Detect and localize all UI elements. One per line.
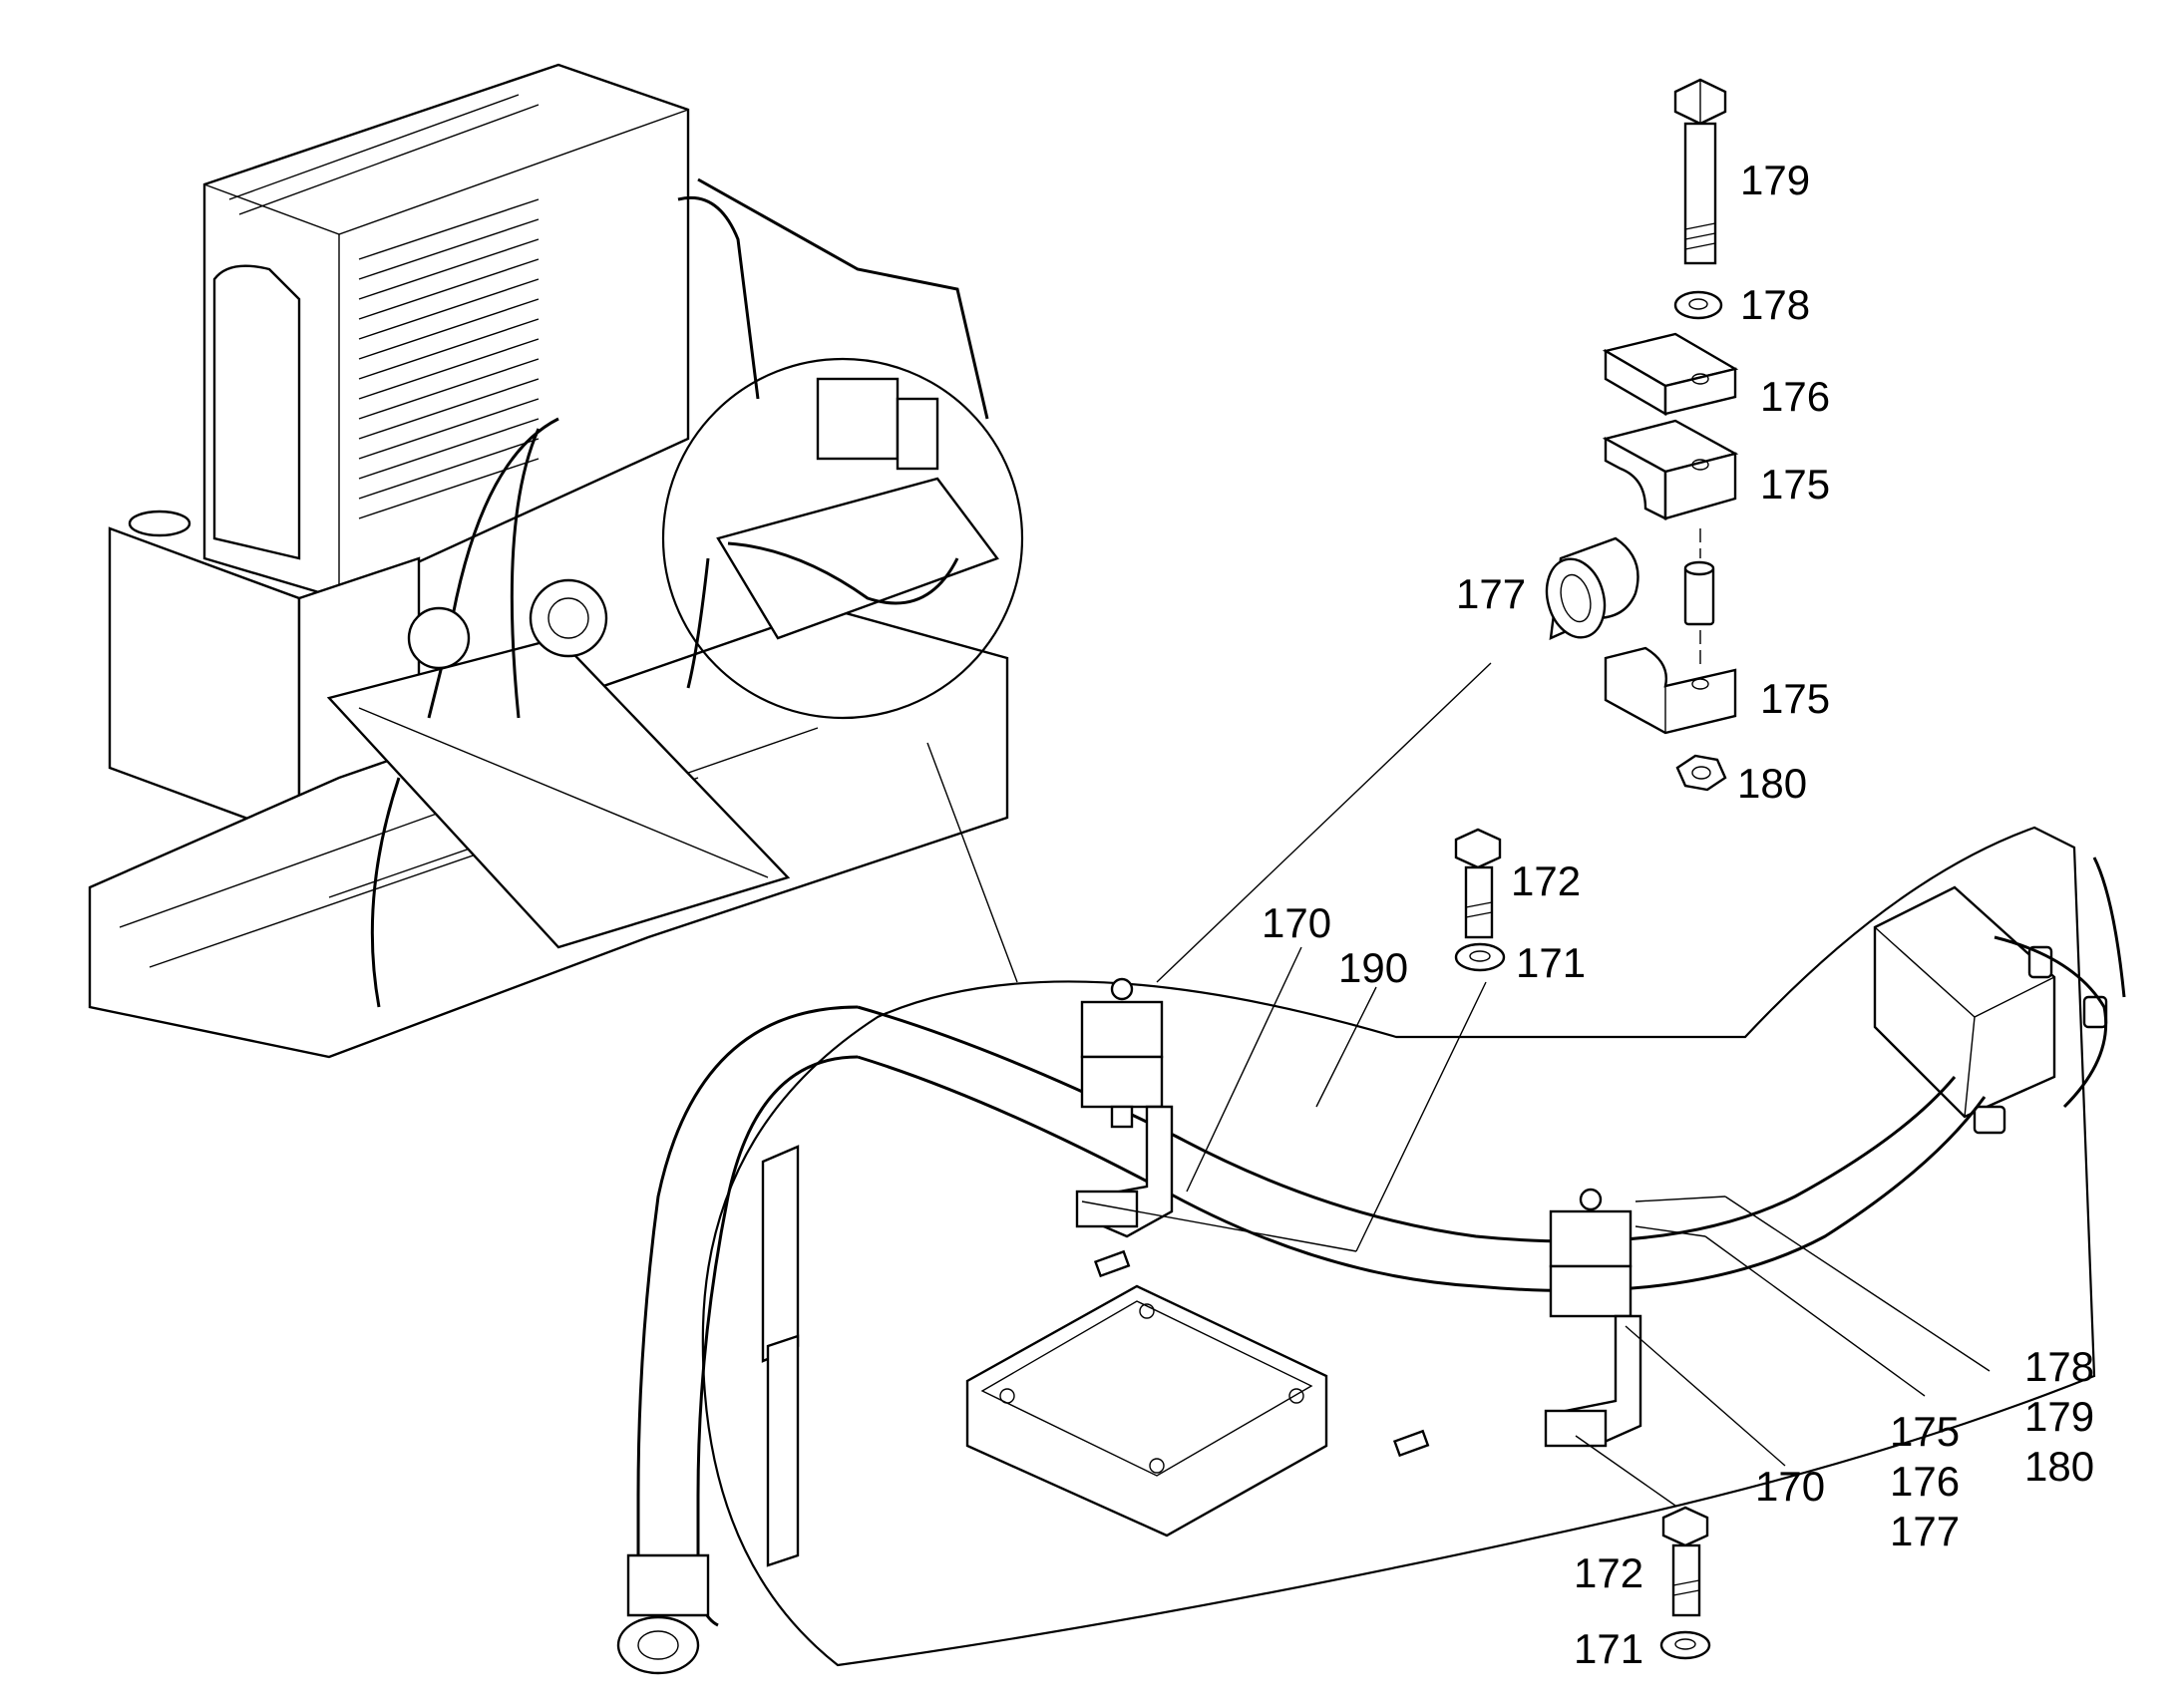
callout-group-right-3: 180 — [2024, 1443, 2094, 1490]
spacer-sleeve — [1683, 560, 1715, 626]
enlarged-detail-view — [616, 662, 2126, 1675]
exploded-hardware — [1454, 78, 1739, 1660]
callout-171-bottom: 171 — [1574, 1625, 1643, 1672]
bolt-172-bottom — [1661, 1506, 1709, 1617]
callout-172-mid: 172 — [1511, 857, 1581, 904]
callout-group-mid-1: 175 — [1890, 1408, 1960, 1455]
callout-190: 190 — [1338, 944, 1408, 991]
callout-172-bottom: 172 — [1574, 1549, 1643, 1596]
callout-175-upper: 175 — [1760, 461, 1830, 508]
bushing-177 — [1545, 536, 1639, 640]
washer-178 — [1673, 290, 1723, 320]
callout-170-upper: 170 — [1262, 899, 1331, 946]
bolt-172-mid — [1454, 828, 1502, 939]
callout-180-top: 180 — [1737, 760, 1807, 807]
washer-171-mid — [1454, 942, 1506, 972]
callout-group-mid-2: 176 — [1890, 1458, 1960, 1505]
callout-group-right-2: 179 — [2024, 1393, 2094, 1440]
clamp-half-175-lower — [1604, 646, 1737, 735]
callout-group-mid-3: 177 — [1890, 1508, 1960, 1554]
callout-178-top: 178 — [1740, 281, 1810, 328]
callout-179-top: 179 — [1740, 157, 1810, 203]
plate-176 — [1602, 332, 1739, 417]
callout-177-left: 177 — [1456, 570, 1526, 617]
clamp-half-175-upper — [1602, 419, 1739, 520]
callout-170-lower: 170 — [1755, 1463, 1825, 1510]
detail-leader-line — [926, 742, 1018, 983]
callout-175-lower: 175 — [1760, 675, 1830, 722]
nut-180 — [1675, 754, 1727, 792]
callout-171-mid: 171 — [1516, 939, 1586, 986]
washer-171-bottom — [1659, 1630, 1711, 1660]
callout-176-top: 176 — [1760, 373, 1830, 420]
machine-overview-illustration — [88, 63, 1024, 1059]
callout-group-right-1: 178 — [2024, 1343, 2094, 1390]
bolt-179 — [1673, 78, 1727, 265]
